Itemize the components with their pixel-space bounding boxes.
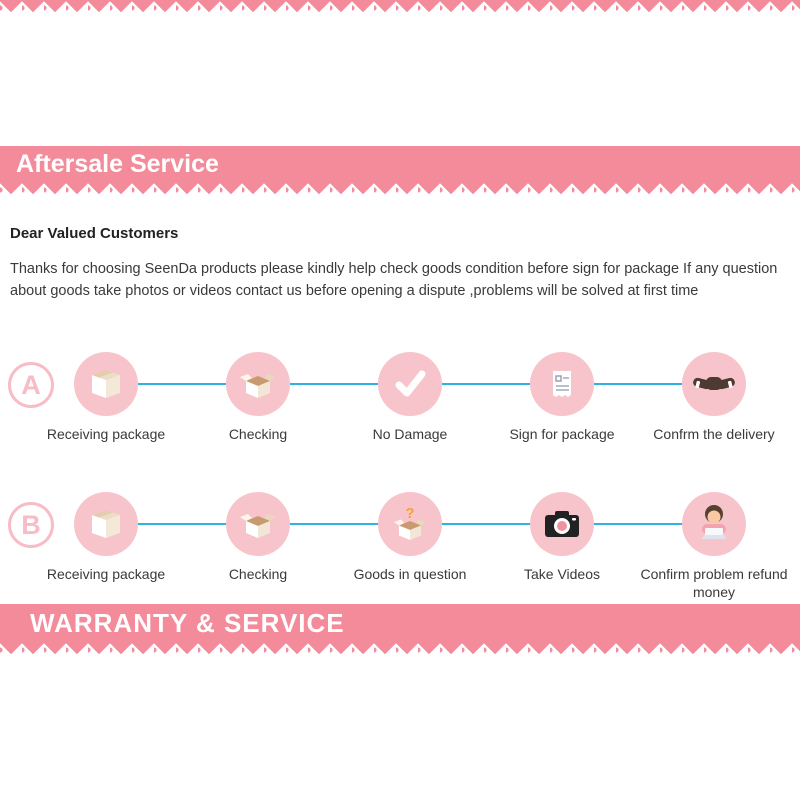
flow-row-b: B Receiving package <box>0 480 800 615</box>
step-receiving-package: Receiving package <box>30 340 182 444</box>
warranty-banner: WARRANTY & SERVICE <box>0 604 800 642</box>
row-a-steps: Receiving package Checking <box>30 340 790 444</box>
flow-row-a: A Receiving package <box>0 340 800 475</box>
lace-border-footer <box>0 642 800 658</box>
person-laptop-icon <box>682 492 746 556</box>
lace-border-top <box>0 0 800 16</box>
greeting-text: Dear Valued Customers <box>10 225 179 242</box>
aftersale-title: Aftersale Service <box>16 149 219 178</box>
row-b-steps: Receiving package Checking <box>30 480 790 601</box>
step-no-damage: No Damage <box>334 340 486 444</box>
open-box-icon <box>226 352 290 416</box>
step-label: No Damage <box>372 426 448 442</box>
step-sign-for-package: Sign for package <box>486 340 638 444</box>
step-label: Goods in question <box>353 566 467 582</box>
step-confirm-problem-refund: Confirm problem refund money <box>638 480 790 601</box>
step-label: Checking <box>228 426 288 442</box>
handshake-icon <box>682 352 746 416</box>
step-checking: Checking <box>182 340 334 444</box>
camera-icon <box>530 492 594 556</box>
row-a-letter-badge: A <box>8 362 54 408</box>
aftersale-banner: Aftersale Service <box>0 146 800 182</box>
package-box-icon <box>74 352 138 416</box>
open-box-icon <box>226 492 290 556</box>
step-label: Sign for package <box>509 426 615 442</box>
step-receiving-package: Receiving package <box>30 480 182 601</box>
step-goods-in-question: ? Goods in question <box>334 480 486 601</box>
document-icon <box>530 352 594 416</box>
step-label: Checking <box>228 566 288 582</box>
checkmark-icon <box>378 352 442 416</box>
step-checking: Checking <box>182 480 334 601</box>
step-confirm-delivery: Confrm the delivery <box>638 340 790 444</box>
intro-paragraph: Thanks for choosing SeenDa products plea… <box>10 261 778 300</box>
question-box-icon: ? <box>378 492 442 556</box>
package-box-icon <box>74 492 138 556</box>
row-b-letter-badge: B <box>8 502 54 548</box>
svg-text:?: ? <box>405 505 414 522</box>
step-label: Confrm the delivery <box>653 426 775 442</box>
step-take-videos: Take Videos <box>486 480 638 601</box>
step-label: Receiving package <box>46 566 166 582</box>
lace-border-header <box>0 182 800 198</box>
step-label: Take Videos <box>523 566 600 582</box>
step-label: Confirm problem refund money <box>640 566 788 600</box>
step-label: Receiving package <box>46 426 166 442</box>
warranty-title: WARRANTY & SERVICE <box>30 607 345 638</box>
